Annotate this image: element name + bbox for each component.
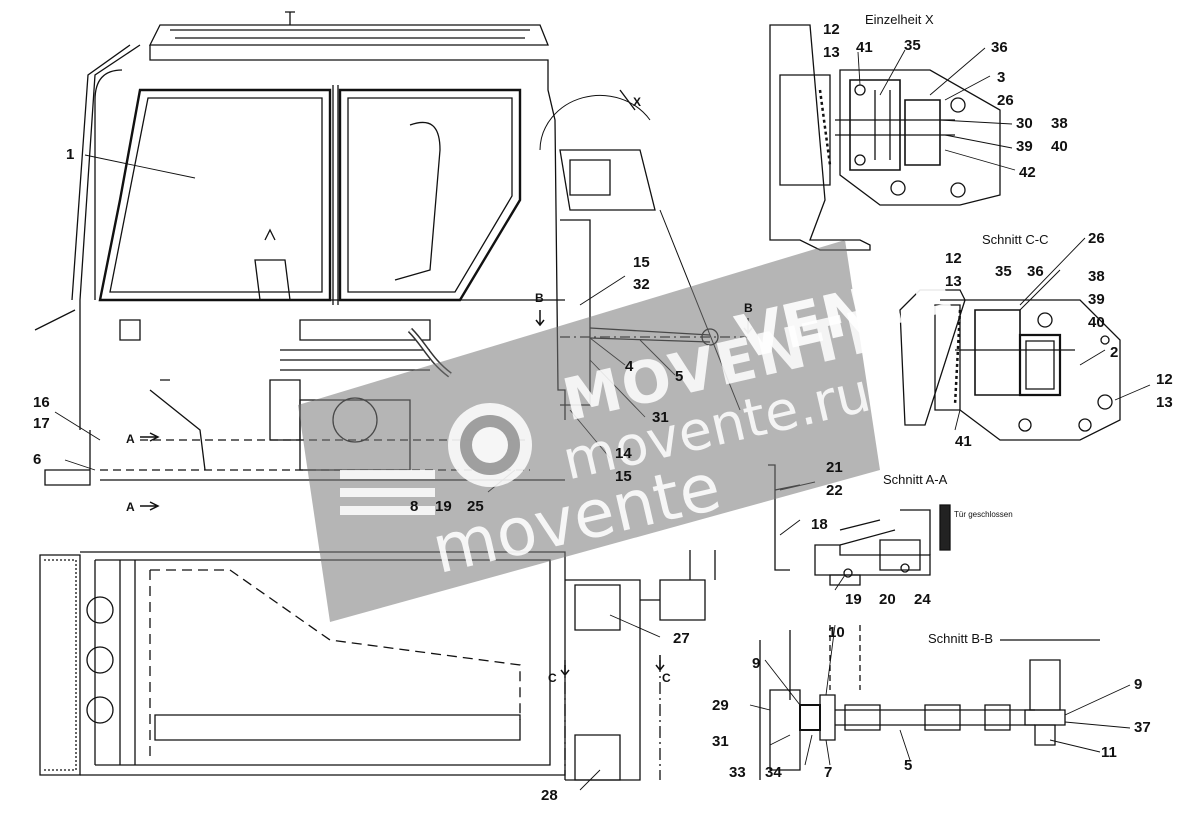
callout: 5 xyxy=(675,368,684,385)
title-section-cc: Schnitt C-C xyxy=(982,232,1049,247)
title-detail-x: Einzelheit X xyxy=(865,12,934,27)
callout: 39 xyxy=(1088,291,1105,308)
callout: 4 xyxy=(625,358,634,375)
callout: 35 xyxy=(904,37,921,54)
callout: 36 xyxy=(991,39,1008,56)
callout: 6 xyxy=(33,451,42,468)
callout: 39 xyxy=(1016,138,1033,155)
callout: 38 xyxy=(1051,115,1068,132)
callout: 18 xyxy=(811,516,828,533)
title-section-bb: Schnitt B-B xyxy=(928,631,994,646)
callout: 17 xyxy=(33,415,50,432)
callout: 16 xyxy=(33,394,50,411)
callout: 28 xyxy=(541,787,558,804)
callout: 10 xyxy=(828,624,845,641)
callout: 5 xyxy=(904,757,913,774)
callout: 13 xyxy=(945,273,962,290)
section-mark-x: X xyxy=(633,95,642,109)
section-mark-c-right: C xyxy=(662,671,671,685)
callout: 2 xyxy=(1110,344,1119,361)
callout: 26 xyxy=(1088,230,1105,247)
callout: 32 xyxy=(633,276,650,293)
callout: 19 xyxy=(435,498,452,515)
callout: 31 xyxy=(652,409,669,426)
cab-plan-view xyxy=(39,550,716,781)
section-mark-b-left: B xyxy=(535,291,544,305)
callout: 14 xyxy=(615,445,632,462)
callout: 15 xyxy=(633,254,650,271)
callout: 1 xyxy=(66,146,75,163)
callout: 11 xyxy=(1101,744,1117,761)
callout: 25 xyxy=(467,498,484,515)
callout: 12 xyxy=(945,250,962,267)
callout: 27 xyxy=(673,630,690,647)
callout: 35 xyxy=(995,263,1012,280)
callout: 29 xyxy=(712,697,729,714)
callout: 13 xyxy=(823,44,840,61)
callout: 31 xyxy=(712,733,729,750)
callout: 9 xyxy=(1134,676,1143,693)
callout: 22 xyxy=(826,482,843,499)
callout: 13 xyxy=(1156,394,1173,411)
callout: 42 xyxy=(1019,164,1036,181)
callout: 33 xyxy=(729,764,746,781)
callout: 15 xyxy=(615,468,632,485)
section-bb-view xyxy=(759,625,1100,780)
callout: 40 xyxy=(1088,314,1105,331)
cab-side-view xyxy=(34,11,753,511)
section-aa-view xyxy=(768,464,951,586)
section-mark-c-left: C xyxy=(548,671,557,685)
title-section-aa: Schnitt A-A xyxy=(883,472,948,487)
section-mark-a-bottom: A xyxy=(126,500,135,514)
callout: 40 xyxy=(1051,138,1068,155)
callout: 9 xyxy=(752,655,761,672)
callout: 30 xyxy=(1016,115,1033,132)
callout: 12 xyxy=(1156,371,1173,388)
callout: 34 xyxy=(765,764,782,781)
callout: 21 xyxy=(826,459,843,476)
callout: 3 xyxy=(997,69,1006,86)
callout: 20 xyxy=(879,591,896,608)
callout: 36 xyxy=(1027,263,1044,280)
callout: 37 xyxy=(1134,719,1151,736)
callout: 38 xyxy=(1088,268,1105,285)
section-cc-view xyxy=(899,269,1121,441)
callout: 8 xyxy=(410,498,419,515)
callout: 7 xyxy=(824,764,833,781)
callout: 19 xyxy=(845,591,862,608)
callout: 12 xyxy=(823,21,840,38)
door-closed-note: Tür geschlossen xyxy=(954,510,1013,519)
callout: 41 xyxy=(856,39,873,56)
callout: 26 xyxy=(997,92,1014,109)
callout: 41 xyxy=(955,433,972,450)
section-mark-a-top: A xyxy=(126,432,135,446)
section-mark-b-right: B xyxy=(744,301,753,315)
detail-x-view xyxy=(769,24,1001,251)
callout: 24 xyxy=(914,591,931,608)
watermark-plate xyxy=(298,240,880,622)
